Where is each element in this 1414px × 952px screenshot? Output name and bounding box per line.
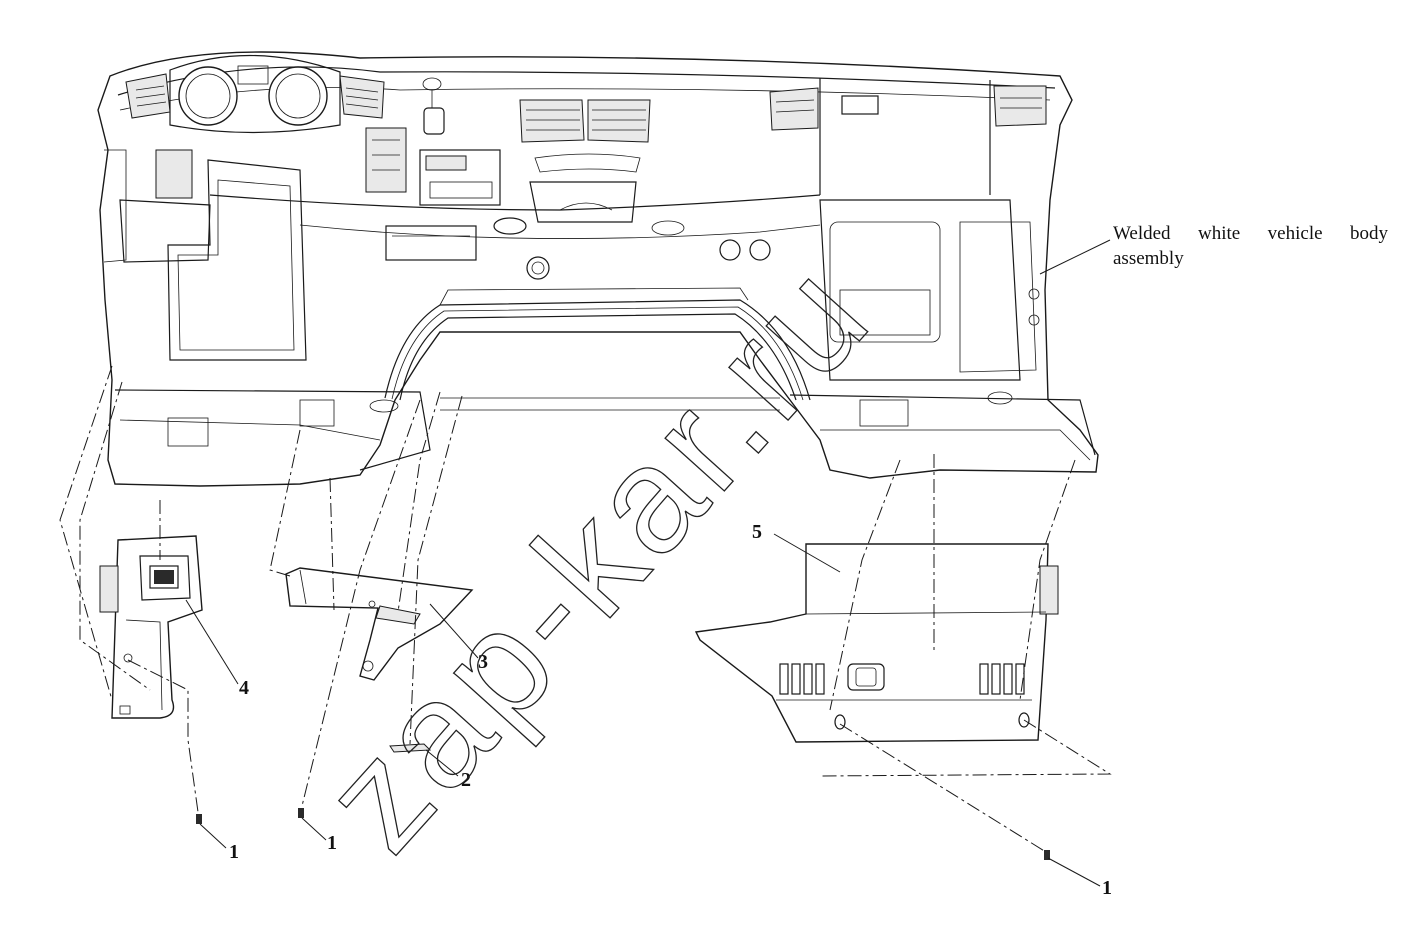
lower-dash-details (385, 217, 771, 280)
leader-lines (185, 239, 1111, 887)
left-side-panel (103, 149, 307, 361)
callout-right-trim: 5 (752, 521, 762, 543)
vent-slots-left (779, 663, 825, 695)
callout-bolt-right: 1 (1102, 877, 1112, 899)
bolt-right (1044, 850, 1050, 860)
instrument-cluster (169, 54, 341, 134)
bolt-middle (298, 808, 304, 818)
bolt-left (196, 814, 202, 824)
left-trim-panel (99, 535, 203, 719)
right-side-panel (819, 199, 1040, 381)
callout-bolt-left: 1 (229, 841, 239, 863)
center-bracket (285, 567, 474, 681)
vent-slots-right (979, 663, 1025, 695)
callout-numbers: 1 1 1 2 3 4 5 (229, 521, 1112, 899)
cluster-vents (125, 73, 385, 119)
callout-bolt-middle: 1 (327, 832, 337, 854)
welded-body-assembly-label: Welded white vehicle body assembly (1113, 223, 1388, 269)
cross-car-beam (384, 287, 811, 401)
callout-bracket: 3 (478, 651, 488, 673)
assembly-lines (59, 365, 1112, 853)
center-console-switches (365, 77, 501, 206)
right-vents (769, 78, 1047, 195)
center-vents (519, 99, 651, 223)
callout-clip: 2 (461, 769, 471, 791)
clip-part (389, 743, 432, 753)
callout-left-trim: 4 (239, 677, 249, 699)
right-trim-panel (694, 543, 1059, 743)
floor-sill (114, 389, 1096, 471)
dashboard-body-assembly (97, 51, 1099, 487)
